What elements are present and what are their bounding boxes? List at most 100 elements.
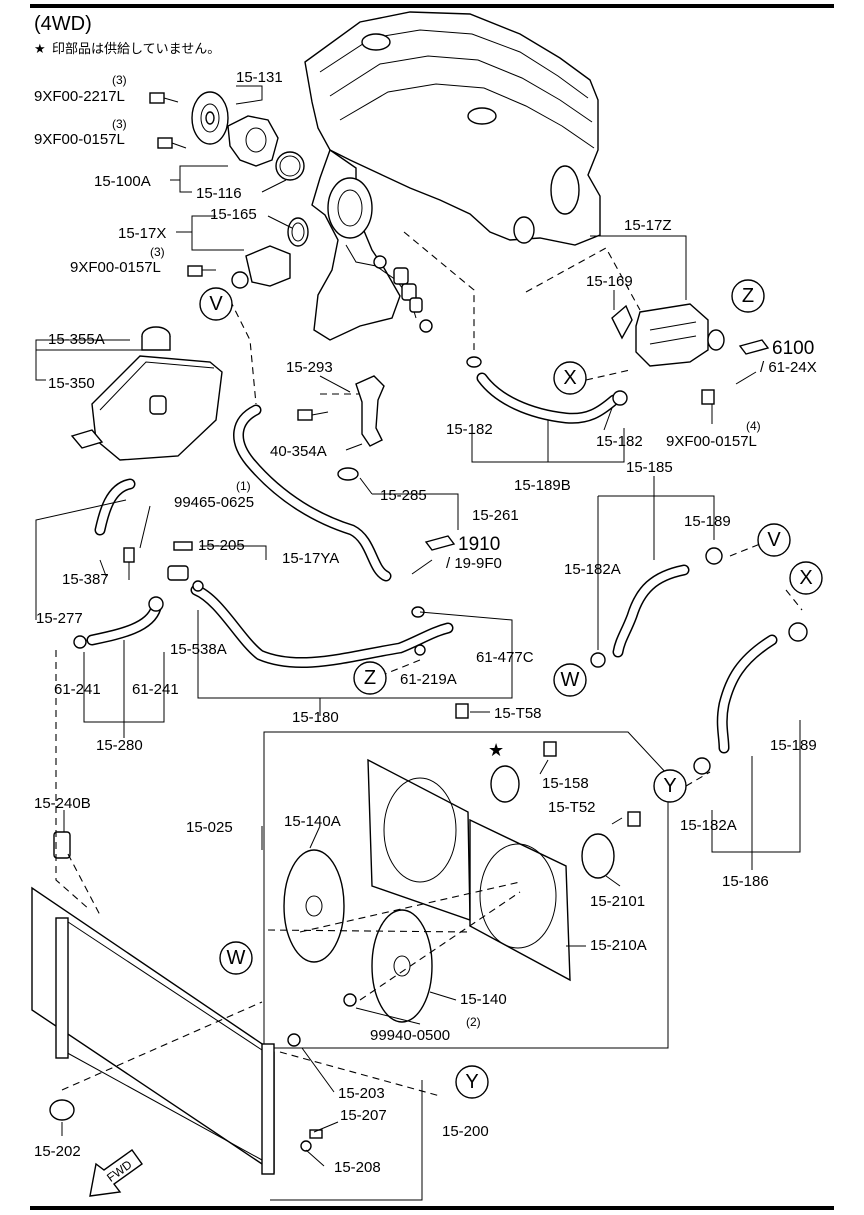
label-9xf00-2217l[interactable]: 9XF00-2217L <box>34 88 125 105</box>
label-15-189-b[interactable]: 15-189 <box>770 737 817 754</box>
page-ref-6100[interactable]: 6100 / 61-24X <box>735 338 817 385</box>
label-15-17ya[interactable]: 15-17YA <box>282 550 339 567</box>
water-pump <box>227 115 305 181</box>
label-15-261[interactable]: 15-261 <box>472 507 519 524</box>
svg-text:X: X <box>799 567 812 589</box>
engine-fittings <box>373 255 433 333</box>
label-15-17z[interactable]: 15-17Z <box>624 217 672 234</box>
water-pump-pulley <box>191 91 229 145</box>
label-15-208[interactable]: 15-208 <box>334 1159 381 1176</box>
label-15-182-b[interactable]: 15-182 <box>596 433 643 450</box>
hoses <box>86 372 778 754</box>
qty-c: (3) <box>150 245 165 259</box>
label-61-219a[interactable]: 61-219A <box>400 671 457 688</box>
label-15-203[interactable]: 15-203 <box>338 1085 385 1102</box>
qty-b: (3) <box>112 117 127 131</box>
reservoir-tank <box>70 326 223 461</box>
label-15-202[interactable]: 15-202 <box>34 1143 81 1160</box>
label-15-17x[interactable]: 15-17X <box>118 225 166 242</box>
note-star-mark: ★ <box>34 41 46 56</box>
svg-text:1910: 1910 <box>458 534 500 555</box>
label-15-2101[interactable]: 15-2101 <box>590 893 645 910</box>
label-15-538a[interactable]: 15-538A <box>170 641 227 658</box>
label-15-158[interactable]: 15-158 <box>542 775 589 792</box>
qty-f: (2) <box>466 1015 481 1029</box>
svg-text:Z: Z <box>742 285 754 307</box>
label-15-t58[interactable]: 15-T58 <box>494 705 542 722</box>
label-15-186[interactable]: 15-186 <box>722 873 769 890</box>
label-15-210a[interactable]: 15-210A <box>590 937 647 954</box>
label-9xf00-0157l-b[interactable]: 9XF00-0157L <box>70 259 161 276</box>
svg-text:W: W <box>227 947 246 969</box>
label-15-180[interactable]: 15-180 <box>292 709 339 726</box>
reference-lines <box>55 231 803 1097</box>
label-15-189b[interactable]: 15-189B <box>514 477 571 494</box>
header-note: 印部品は供給していません。 <box>52 41 220 56</box>
fan-shroud <box>367 758 615 982</box>
circle-ref-z-2[interactable]: Z <box>353 661 387 695</box>
top-border-bar <box>30 4 834 8</box>
label-61-241-a[interactable]: 61-241 <box>54 681 101 698</box>
label-15-140[interactable]: 15-140 <box>460 991 507 1008</box>
svg-text:Y: Y <box>465 1071 478 1093</box>
label-15-293[interactable]: 15-293 <box>286 359 333 376</box>
label-15-131[interactable]: 15-131 <box>236 69 283 86</box>
label-15-240b[interactable]: 15-240B <box>34 795 91 812</box>
label-15-285[interactable]: 15-285 <box>380 487 427 504</box>
label-15-100a[interactable]: 15-100A <box>94 173 151 190</box>
label-9xf00-0157l-c[interactable]: 9XF00-0157L <box>666 433 757 450</box>
label-15-182-a[interactable]: 15-182 <box>446 421 493 438</box>
label-9xf00-0157l-a[interactable]: 9XF00-0157L <box>34 131 125 148</box>
label-15-169[interactable]: 15-169 <box>586 273 633 290</box>
circle-ref-x-2[interactable]: X <box>789 561 823 595</box>
qty-a: (3) <box>112 73 127 87</box>
circle-ref-w-1[interactable]: W <box>553 663 587 697</box>
fan-assembly-frame <box>263 731 669 1049</box>
label-99940-0500[interactable]: 99940-0500 <box>370 1027 450 1044</box>
label-15-350[interactable]: 15-350 <box>48 375 95 392</box>
svg-text:Y: Y <box>663 775 676 797</box>
circle-ref-z-1[interactable]: Z <box>731 279 765 313</box>
leader-lines <box>35 85 801 1201</box>
thermostat-housing-z <box>611 303 725 405</box>
label-15-140a[interactable]: 15-140A <box>284 813 341 830</box>
circle-ref-w-2[interactable]: W <box>219 941 253 975</box>
label-15-182a-b[interactable]: 15-182A <box>680 817 737 834</box>
fan-blades <box>283 849 433 1023</box>
label-15-165[interactable]: 15-165 <box>210 206 257 223</box>
label-15-200[interactable]: 15-200 <box>442 1123 489 1140</box>
circle-ref-x-1[interactable]: X <box>553 361 587 395</box>
label-15-280[interactable]: 15-280 <box>96 737 143 754</box>
label-61-477c[interactable]: 61-477C <box>476 649 534 666</box>
label-15-025[interactable]: 15-025 <box>186 819 233 836</box>
label-61-241-b[interactable]: 61-241 <box>132 681 179 698</box>
label-15-185[interactable]: 15-185 <box>626 459 673 476</box>
star-mark: ★ <box>488 740 504 760</box>
svg-text:V: V <box>209 293 223 315</box>
label-15-355a[interactable]: 15-355A <box>48 331 105 348</box>
circle-ref-y-1[interactable]: Y <box>653 769 687 803</box>
bottom-border-bar <box>30 1206 834 1210</box>
page-ref-1910[interactable]: 1910 / 19-9F0 <box>411 534 502 575</box>
label-15-t52[interactable]: 15-T52 <box>548 799 596 816</box>
circle-ref-v-1[interactable]: V <box>199 287 233 321</box>
label-15-116[interactable]: 15-116 <box>196 185 242 202</box>
circle-ref-v-2[interactable]: V <box>757 523 791 557</box>
label-40-354a[interactable]: 40-354A <box>270 443 327 460</box>
engine-outline <box>304 11 601 341</box>
qty-e: (1) <box>236 479 251 493</box>
label-15-387[interactable]: 15-387 <box>62 571 109 588</box>
part-labels: 9XF00-2217L 15-131 9XF00-0157L 15-100A 1… <box>34 69 817 1176</box>
label-15-207[interactable]: 15-207 <box>340 1107 387 1124</box>
label-15-277[interactable]: 15-277 <box>36 610 83 627</box>
svg-text:/ 19-9F0: / 19-9F0 <box>446 555 502 572</box>
svg-text:V: V <box>767 529 781 551</box>
circle-ref-y-2[interactable]: Y <box>455 1065 489 1099</box>
label-15-205[interactable]: 15-205 <box>198 537 245 554</box>
label-15-182a-a[interactable]: 15-182A <box>564 561 621 578</box>
label-99465-0625[interactable]: 99465-0625 <box>174 494 254 511</box>
header-title: (4WD) <box>34 13 92 35</box>
fwd-arrow: FWD <box>89 1149 143 1197</box>
label-15-189-a[interactable]: 15-189 <box>684 513 731 530</box>
